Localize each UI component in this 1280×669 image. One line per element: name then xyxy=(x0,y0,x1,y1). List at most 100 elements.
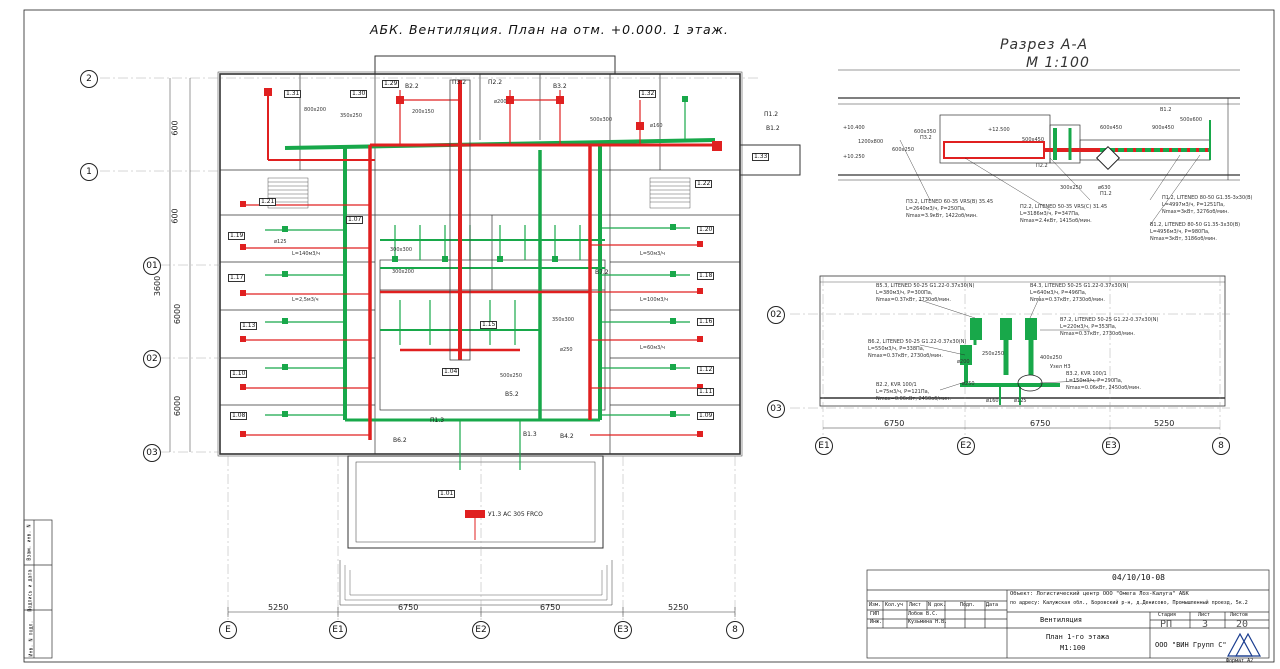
air-flow: L=2,5м3/ч xyxy=(292,297,319,303)
equipment-label: В3.2 xyxy=(553,83,567,90)
note-line: В7.2, LITENED 50-25 G1.22-0.37х30(N) xyxy=(1060,317,1159,323)
duct-size: 250x250 xyxy=(982,351,1005,357)
duct-size: ø160 xyxy=(650,123,663,129)
note-line: В1.2, LITENED 80-50 G1.35-3х30(В) xyxy=(1150,222,1241,228)
room-label: 1.07 xyxy=(346,216,364,224)
stage-value: РП xyxy=(1160,619,1173,630)
note-line: Nmax=0.06кВт, 2450об/мин. xyxy=(876,396,951,402)
room-label: 1.12 xyxy=(697,366,715,374)
air-flow: L=60м3/ч xyxy=(640,345,665,351)
duct-size: ø160 xyxy=(986,398,999,404)
duct-size: 800x200 xyxy=(304,107,327,113)
note-line: Nmax=3кВт, 3276об/мин. xyxy=(1162,209,1229,215)
lists-value: 20 xyxy=(1236,619,1249,630)
duct-size: 350x300 xyxy=(552,317,575,323)
room-label: 1.32 xyxy=(639,90,657,98)
room-label: 1.11 xyxy=(697,388,715,396)
equipment-label: П1.3 xyxy=(430,417,445,424)
duct-size: 500x250 xyxy=(500,373,523,379)
axis-label: E3 xyxy=(614,621,632,639)
dimension: 5250 xyxy=(268,603,289,612)
plan-title: АБК. Вентиляция. План на отм. +0.000. 1 … xyxy=(370,22,729,37)
note-line: Nmax=3.9кВт, 1422об/мин. xyxy=(906,213,978,219)
note-line: L=2640м3/ч, Р=250Па, xyxy=(906,206,966,212)
stamp-header: Подп. xyxy=(960,602,976,608)
duct-size: 350x250 xyxy=(340,113,363,119)
note-line: В3.2, KVR 100/1 xyxy=(1066,371,1107,377)
unit-label: П1.2 xyxy=(1100,191,1112,197)
dimension: 600 xyxy=(170,120,180,136)
dimension: 5250 xyxy=(1154,419,1175,428)
note-line: П2.2, LITENED 50-35 VRS(С) 31.45 xyxy=(1020,204,1108,210)
dimension: 6750 xyxy=(884,419,905,428)
list-value: 3 xyxy=(1202,619,1209,630)
stamp-header: N док. xyxy=(928,602,947,608)
note-line: Nmax=0.37кВт, 2730об/мин. xyxy=(868,353,943,359)
equipment-label: П3.2 xyxy=(452,79,467,86)
equipment-label: П1.2 xyxy=(764,111,779,118)
note-line: Nmax=0.37кВт, 2730об/мин. xyxy=(1060,331,1135,337)
note-line: L=640м3/ч, Р=496Па, xyxy=(1030,290,1087,296)
dimension: 600 xyxy=(170,208,180,224)
duct-size: ø250 xyxy=(560,347,573,353)
side-stamp-label: Подпись и дата xyxy=(27,569,34,612)
sheet-frame xyxy=(23,9,1275,663)
supply-ducts xyxy=(240,80,722,540)
stamp-header: Лист xyxy=(909,602,922,608)
equipment-label: П2.2 xyxy=(488,79,503,86)
equipment-label: В4.2 xyxy=(560,433,574,440)
axis-label: 02 xyxy=(767,306,785,324)
note-line: Nmax=0.37кВт, 2730об/мин. xyxy=(876,297,951,303)
note-line: L=550м3/ч, Р=338Па, xyxy=(868,346,925,352)
duct-size: 600x350 xyxy=(914,129,937,135)
note-line: L=4997м3/ч, Р=1251Па, xyxy=(1162,202,1225,208)
note-line: L=75м3/ч, Р=121Па, xyxy=(876,389,930,395)
note-line: L=150м3/ч, Р=290Па, xyxy=(1066,378,1123,384)
note-line: В4.3, LITENED 50-25 G1.22-0.37х30(N) xyxy=(1030,283,1129,289)
stamp-header: Дата xyxy=(986,602,999,608)
duct-size: 300x200 xyxy=(392,269,415,275)
dimension: 5250 xyxy=(668,603,689,612)
note-line: Nmax=0.37кВт, 2730об/мин. xyxy=(1030,297,1105,303)
sheet-name: План 1-го этажа xyxy=(1046,633,1110,641)
level-mark: +12.500 xyxy=(988,127,1010,133)
exhaust-ducts xyxy=(265,96,716,470)
equipment-label: В7.2 xyxy=(595,269,609,276)
unit-label: П3.2 xyxy=(920,135,932,141)
axis-label: E2 xyxy=(957,437,975,455)
company-name: ООО "ВИН Групп С" xyxy=(1155,641,1227,649)
room-label: 1.15 xyxy=(480,321,498,329)
company-logo xyxy=(1226,632,1262,657)
duct-size: 500x300 xyxy=(590,117,613,123)
duct-size: ø200 xyxy=(494,99,507,105)
note-line: П1.2, LITENED 80-50 G1.35-3х30(В) xyxy=(1162,195,1253,201)
stage-header: Стадия xyxy=(1158,612,1177,618)
note-line: Nmax=3кВт, 3186об/мин. xyxy=(1150,236,1217,242)
duct-size: 500x450 xyxy=(1022,137,1045,143)
note-line: L=220м3/ч, Р=353Па, xyxy=(1060,324,1117,330)
air-curtain-label: У1.3 AC 305 FRCO xyxy=(488,511,543,518)
room-label: 1.13 xyxy=(240,322,258,330)
axis-label: 01 xyxy=(143,257,161,275)
axis-label: 02 xyxy=(143,350,161,368)
duct-size: 500x600 xyxy=(1180,117,1203,123)
axis-label: 2 xyxy=(80,70,98,88)
equipment-label: В1.2 xyxy=(766,125,780,132)
level-mark: +10.250 xyxy=(843,154,865,160)
format-label: Формат А2 xyxy=(1226,658,1254,664)
duct-size: 600x250 xyxy=(892,147,915,153)
sheet-scale: М1:100 xyxy=(1060,644,1086,652)
room-label: 1.10 xyxy=(230,370,248,378)
note-line: Nmax=2.4кВт, 1415об/мин. xyxy=(1020,218,1092,224)
node-label: Узел Н3 xyxy=(1050,364,1071,370)
note-line: В5.3, LITENED 50-25 G1.22-0.37х30(N) xyxy=(876,283,975,289)
floor-plan xyxy=(100,55,801,620)
unit-label: П2.2 xyxy=(1036,163,1048,169)
room-label: 1.01 xyxy=(438,490,456,498)
dimension: 6750 xyxy=(540,603,561,612)
room-label: 1.20 xyxy=(697,226,715,234)
address-line: по адресу: Калужская обл., Боровский р-н… xyxy=(1010,600,1248,606)
role-label: ГИП xyxy=(870,611,880,617)
room-label: 1.31 xyxy=(284,90,302,98)
axis-label: E1 xyxy=(815,437,833,455)
